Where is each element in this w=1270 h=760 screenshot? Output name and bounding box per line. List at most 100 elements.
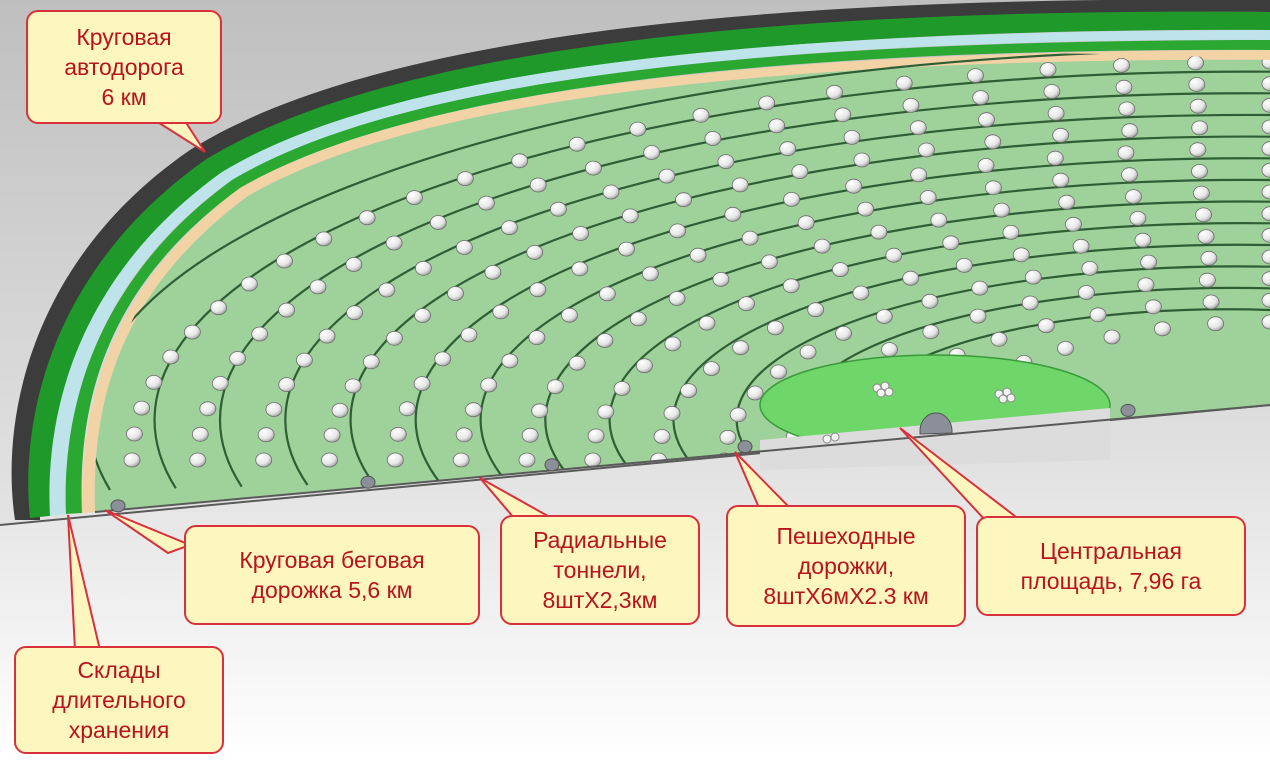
dome-building: [276, 253, 293, 269]
dome-building: [526, 244, 544, 260]
tunnel-portal: [1120, 403, 1136, 417]
dome-building: [1191, 120, 1209, 136]
dome-building: [528, 330, 546, 346]
dome-building: [909, 120, 927, 136]
dome-building: [712, 271, 730, 287]
dome-building: [1189, 98, 1207, 114]
dome-building: [183, 324, 201, 340]
dome-building: [568, 355, 586, 371]
dome-building: [1193, 185, 1210, 201]
dome-building: [738, 296, 755, 312]
dome-building: [456, 171, 474, 187]
dome-building: [761, 254, 778, 270]
dome-building: [1261, 184, 1270, 200]
dome-building: [1117, 145, 1135, 161]
dome-building: [783, 191, 800, 207]
dome-building: [587, 428, 605, 444]
dome-building: [599, 286, 616, 302]
dome-building: [1046, 150, 1064, 166]
dome-building: [845, 178, 863, 194]
dome-building: [826, 84, 843, 100]
dome-building: [990, 331, 1008, 347]
dome-building: [1039, 62, 1057, 77]
dome-building: [870, 224, 888, 240]
dome-building: [813, 238, 831, 254]
dome-building: [919, 190, 937, 205]
dome-building: [1058, 194, 1076, 210]
dome-building: [429, 215, 447, 230]
dome-building: [613, 381, 631, 396]
dome-building: [767, 320, 784, 336]
dome-building: [703, 361, 720, 377]
dome-building: [460, 327, 478, 343]
dome-buildings: [123, 54, 1270, 468]
dome-building: [434, 351, 452, 367]
dome-building: [1200, 250, 1218, 266]
dome-building: [922, 324, 940, 340]
dome-building: [1129, 210, 1147, 226]
dome-building: [984, 134, 1002, 150]
dome-building: [191, 426, 209, 442]
dome-building: [807, 302, 825, 318]
dome-building: [985, 180, 1002, 196]
dome-building: [1047, 106, 1065, 121]
dome-building: [843, 129, 861, 145]
dome-building: [572, 226, 589, 241]
dome-building: [1199, 272, 1216, 288]
dome-building: [993, 202, 1010, 218]
dome-building: [642, 266, 659, 282]
dome-building: [1113, 58, 1130, 73]
dome-building: [746, 385, 764, 401]
dome-building: [480, 377, 498, 393]
dome-building: [1052, 127, 1070, 143]
dome-building: [321, 452, 338, 468]
dome-building: [251, 326, 269, 342]
tunnel-portal-central: [919, 412, 953, 435]
dome-building: [358, 210, 376, 226]
dome-building: [978, 112, 995, 128]
dome-building: [1125, 189, 1142, 205]
dome-building: [550, 201, 567, 217]
plaza-shrub-cluster-1: [872, 381, 894, 398]
dome-building: [414, 260, 432, 276]
dome-building: [1261, 141, 1270, 157]
dome-building: [782, 278, 800, 294]
dome-building: [1024, 269, 1042, 285]
callout-ring-road: Круговая автодорога 6 км: [26, 10, 222, 124]
plaza-shrub-cluster-3: [822, 432, 840, 444]
dome-building: [1021, 295, 1039, 311]
dome-building: [942, 235, 960, 251]
dome-building: [1261, 292, 1270, 308]
dome-building: [386, 330, 403, 346]
dome-building: [162, 349, 180, 365]
dome-building: [278, 377, 296, 393]
dome-building: [414, 308, 432, 323]
callout-central-square: Центральная площадь, 7,96 га: [976, 516, 1246, 616]
dome-building: [852, 285, 870, 301]
dome-building: [967, 68, 984, 83]
dome-building: [663, 405, 681, 421]
tunnel-portal: [544, 458, 560, 472]
plaza-cut: [760, 408, 1110, 470]
dome-building: [521, 427, 539, 443]
callout-warehouses: Склады длительного хранения: [14, 646, 224, 754]
dome-building: [692, 107, 710, 123]
dome-building: [768, 118, 786, 134]
dome-building: [1140, 254, 1157, 270]
dome-building: [1103, 329, 1121, 345]
dome-building: [123, 452, 141, 468]
dome-building: [501, 220, 518, 236]
dome-building: [977, 158, 995, 173]
dome-building: [629, 121, 647, 137]
dome-building: [346, 305, 364, 321]
dome-building: [1121, 167, 1138, 183]
dome-building: [1012, 247, 1030, 263]
dome-building: [344, 378, 362, 394]
dome-building: [1187, 55, 1204, 71]
dome-building: [240, 276, 258, 292]
dome-building: [1202, 294, 1220, 310]
dome-building: [698, 315, 716, 331]
dome-building: [835, 325, 852, 341]
dome-building: [1065, 216, 1082, 232]
dome-building: [584, 452, 602, 468]
